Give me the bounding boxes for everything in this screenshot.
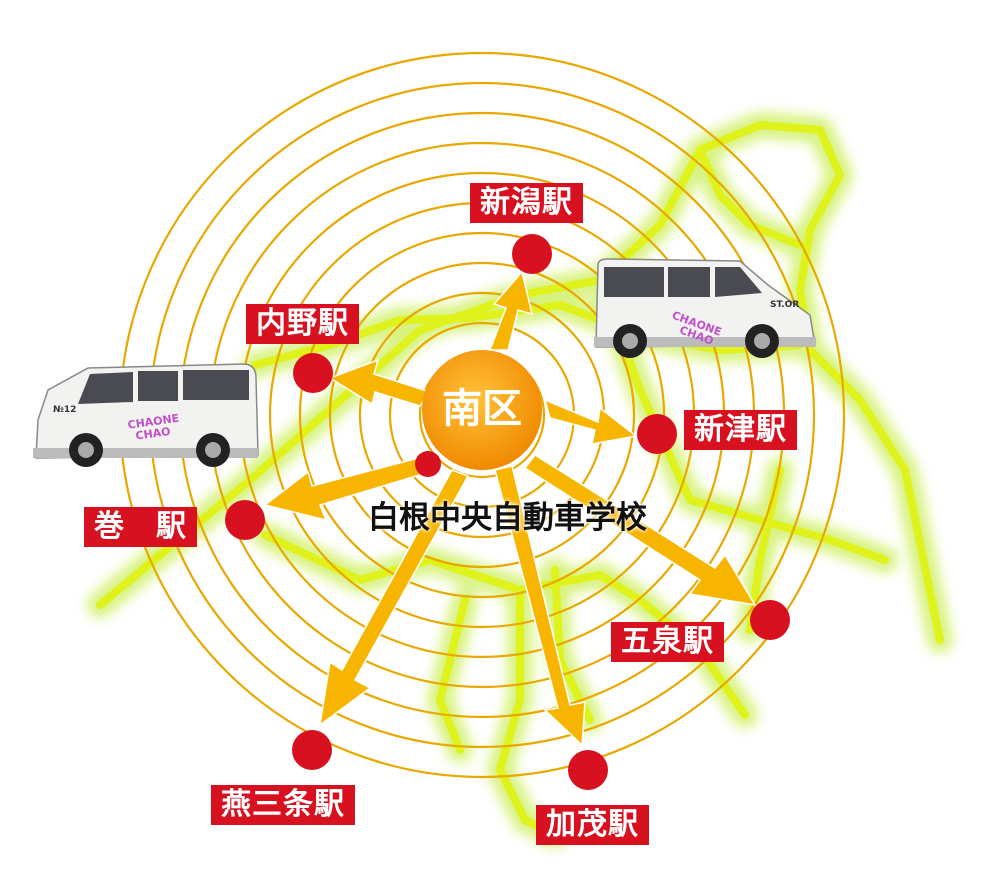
direction-arrow-icon: [318, 469, 470, 727]
station-label-gosen: 五泉駅: [611, 622, 724, 662]
station-label-uchino: 内野駅: [246, 304, 359, 344]
center-label: 南区: [442, 386, 522, 432]
center-circle: [422, 350, 542, 470]
direction-arrow-icon: [494, 465, 586, 747]
station-marker-icon: [293, 353, 333, 393]
direction-arrow-icon: [328, 358, 432, 407]
direction-arrow-icon: [523, 454, 757, 607]
direction-arrow-icon: [263, 454, 438, 522]
van-number-right: ST.OR: [770, 300, 799, 310]
van-icon: ST.OR CHAONE CHAO: [594, 258, 816, 358]
station-marker-icon: [750, 600, 790, 640]
van-icon: №12 CHAONE CHAO: [33, 363, 259, 467]
station-marker-icon: [568, 750, 608, 790]
van-number-left: №12: [53, 405, 76, 415]
station-label-kamo: 加茂駅: [536, 805, 649, 845]
school-marker-icon: [415, 451, 441, 477]
station-marker-icon: [225, 500, 265, 540]
station-label-maki: 巻 駅: [84, 507, 197, 547]
direction-arrow-icon: [543, 398, 638, 445]
direction-arrows: [263, 270, 757, 747]
station-label-niitsu: 新津駅: [684, 410, 797, 450]
station-marker-icon: [637, 414, 677, 454]
svg-text:CHAO: CHAO: [135, 425, 172, 443]
station-markers: [225, 234, 790, 790]
station-label-niigata: 新潟駅: [470, 183, 583, 223]
direction-arrow-icon: [488, 270, 534, 351]
region-outline: [87, 112, 953, 848]
station-marker-icon: [292, 730, 332, 770]
school-name: 白根中央自動車学校: [368, 500, 647, 536]
station-label-tsubamesanjo: 燕三条駅: [211, 785, 355, 825]
station-marker-icon: [512, 234, 552, 274]
